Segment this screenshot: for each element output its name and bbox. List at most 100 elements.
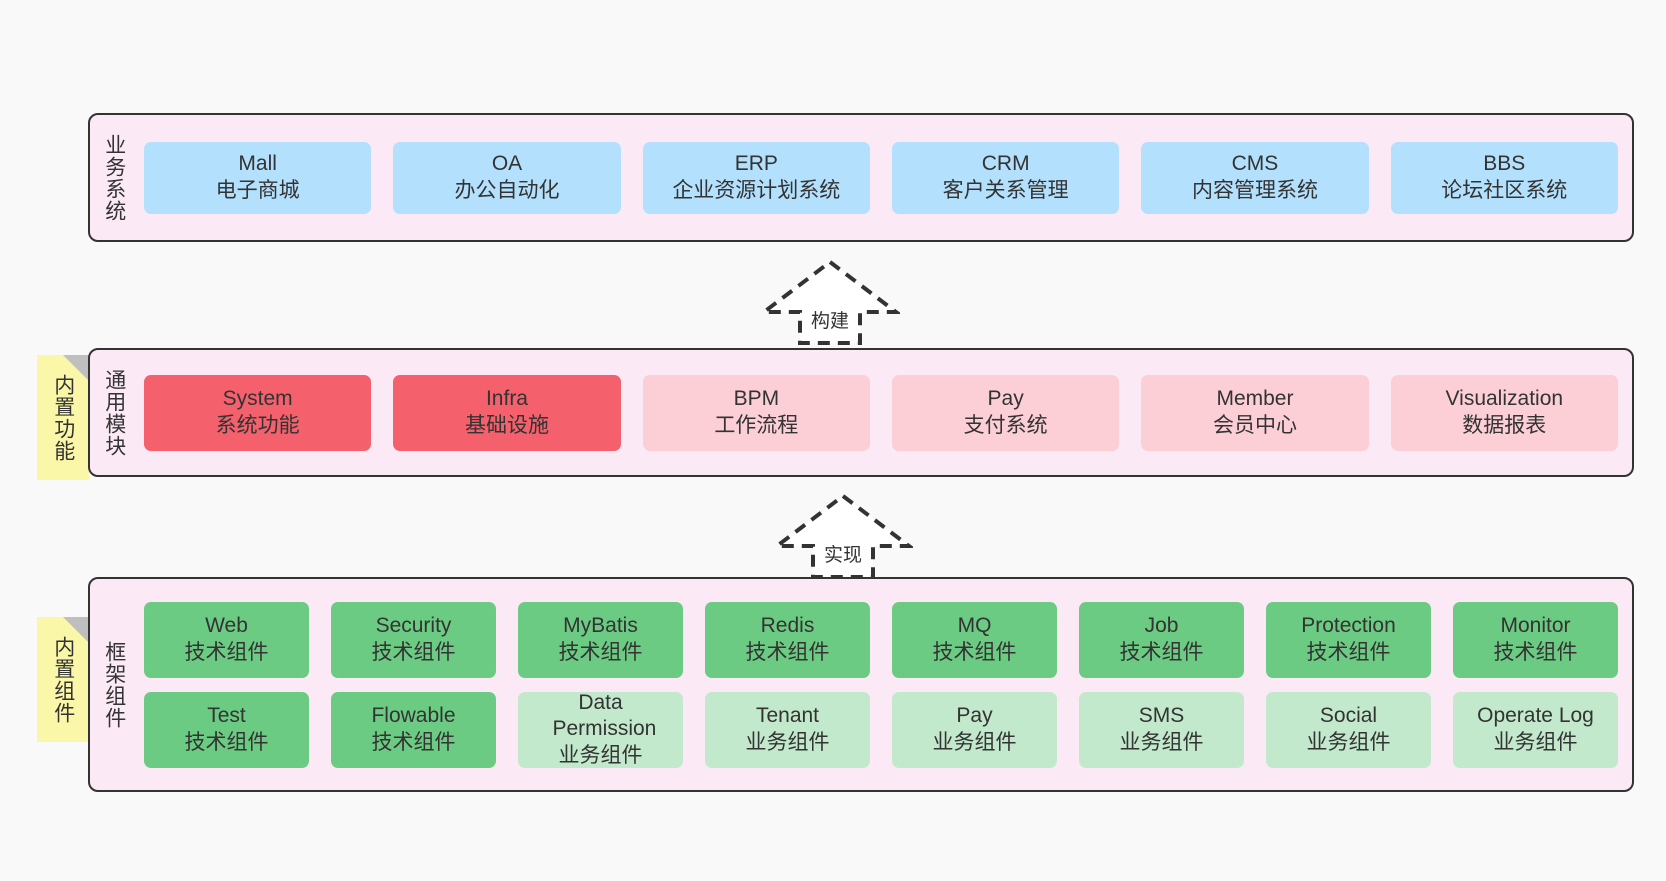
card-bbs[interactable]: BBS 论坛社区系统 — [1390, 141, 1618, 214]
card-subtitle: 技术组件 — [371, 640, 456, 664]
card-title: Tenant — [755, 704, 820, 728]
card-title: ERP — [734, 152, 778, 176]
card-subtitle: 企业资源计划系统 — [672, 178, 841, 202]
card-subtitle: 电子商城 — [215, 178, 300, 202]
card-mq[interactable]: MQ 技术组件 — [892, 601, 1057, 678]
card-subtitle: 办公自动化 — [454, 178, 560, 202]
card-subtitle: 业务组件 — [745, 730, 830, 754]
card-subtitle: 业务组件 — [1306, 730, 1391, 754]
card-protection[interactable]: Protection 技术组件 — [1266, 601, 1431, 678]
layer-common-modules: 通用模块 System 系统功能 Infra 基础设施 BPM 工作流程 Pay… — [88, 348, 1634, 477]
card-subtitle: 技术组件 — [558, 640, 643, 664]
layer-body-business-system: Mall 电子商城 OA 办公自动化 ERP 企业资源计划系统 CRM 客户关系… — [138, 115, 1632, 240]
card-title: BBS — [1483, 152, 1526, 176]
card-social[interactable]: Social 业务组件 — [1266, 691, 1431, 768]
card-system[interactable]: System 系统功能 — [144, 374, 372, 451]
card-title: CRM — [981, 152, 1030, 176]
card-title: MyBatis — [563, 614, 638, 638]
card-subtitle: 数据报表 — [1462, 413, 1547, 437]
card-title: Security — [375, 614, 452, 638]
card-infra[interactable]: Infra 基础设施 — [393, 374, 621, 451]
card-subtitle: 内容管理系统 — [1191, 178, 1318, 202]
card-subtitle: 业务组件 — [1493, 730, 1578, 754]
card-title: SMS — [1138, 704, 1185, 728]
card-flowable[interactable]: Flowable 技术组件 — [331, 691, 496, 768]
card-mall[interactable]: Mall 电子商城 — [144, 141, 372, 214]
card-subtitle: 技术组件 — [184, 730, 269, 754]
card-subtitle: 客户关系管理 — [942, 178, 1069, 202]
card-tenant[interactable]: Tenant 业务组件 — [705, 691, 870, 768]
arrow-build: 构建 — [760, 258, 900, 346]
card-row: Mall 电子商城 OA 办公自动化 ERP 企业资源计划系统 CRM 客户关系… — [144, 141, 1618, 214]
layer-framework-components: 框架组件 Web 技术组件 Security 技术组件 MyBatis 技术组件… — [88, 577, 1634, 792]
card-title: Protection — [1301, 614, 1396, 638]
card-subtitle: 技术组件 — [932, 640, 1017, 664]
card-title: BPM — [733, 387, 780, 411]
card-title: Infra — [485, 387, 528, 411]
card-cms[interactable]: CMS 内容管理系统 — [1141, 141, 1369, 214]
card-subtitle: 基础设施 — [464, 413, 549, 437]
card-sms[interactable]: SMS 业务组件 — [1079, 691, 1244, 768]
card-pay-component[interactable]: Pay 业务组件 — [892, 691, 1057, 768]
card-mybatis[interactable]: MyBatis 技术组件 — [518, 601, 683, 678]
card-security[interactable]: Security 技术组件 — [331, 601, 496, 678]
card-operate-log[interactable]: Operate Log 业务组件 — [1453, 691, 1618, 768]
card-subtitle: 技术组件 — [1306, 640, 1391, 664]
card-title: Pay — [987, 387, 1024, 411]
card-title: MQ — [957, 614, 992, 638]
card-data-permission[interactable]: Data Permission 业务组件 — [518, 690, 683, 768]
arrow-implement-label: 实现 — [823, 545, 862, 566]
card-web[interactable]: Web 技术组件 — [144, 601, 309, 678]
card-pay-module[interactable]: Pay 支付系统 — [891, 374, 1120, 451]
card-crm[interactable]: CRM 客户关系管理 — [891, 141, 1120, 214]
card-subtitle: 业务组件 — [558, 743, 643, 767]
note-label: 内置功能 — [51, 373, 75, 462]
card-row: Test 技术组件 Flowable 技术组件 Data Permission … — [144, 690, 1618, 768]
card-title: Social — [1319, 704, 1378, 728]
layer-body-framework-components: Web 技术组件 Security 技术组件 MyBatis 技术组件 Redi… — [138, 579, 1632, 790]
card-test[interactable]: Test 技术组件 — [144, 691, 309, 768]
card-subtitle: 技术组件 — [745, 640, 830, 664]
card-subtitle: 技术组件 — [184, 640, 269, 664]
card-oa[interactable]: OA 办公自动化 — [393, 141, 621, 214]
card-subtitle: 业务组件 — [932, 730, 1017, 754]
card-bpm[interactable]: BPM 工作流程 — [642, 374, 870, 451]
card-title: Member — [1216, 387, 1294, 411]
card-title: CMS — [1231, 152, 1279, 176]
card-monitor[interactable]: Monitor 技术组件 — [1453, 601, 1618, 678]
layer-body-common-modules: System 系统功能 Infra 基础设施 BPM 工作流程 Pay 支付系统… — [138, 350, 1632, 475]
card-redis[interactable]: Redis 技术组件 — [705, 601, 870, 678]
card-title: Operate Log — [1477, 704, 1594, 728]
card-title: OA — [491, 152, 523, 176]
card-title: Mall — [238, 152, 277, 176]
arrow-implement: 实现 — [773, 492, 913, 580]
layer-title-common-modules: 通用模块 — [102, 368, 126, 457]
card-row: Web 技术组件 Security 技术组件 MyBatis 技术组件 Redi… — [144, 601, 1618, 678]
card-subtitle: 技术组件 — [1119, 640, 1204, 664]
layer-title-framework-components: 框架组件 — [102, 640, 126, 729]
card-visualization[interactable]: Visualization 数据报表 — [1390, 374, 1618, 451]
card-subtitle: 业务组件 — [1119, 730, 1204, 754]
note-label: 内置组件 — [51, 635, 75, 724]
card-title: Test — [207, 704, 246, 728]
card-title: Pay — [956, 704, 993, 728]
note-builtin-components: 内置组件 — [37, 617, 89, 742]
card-title: Visualization — [1445, 387, 1564, 411]
card-subtitle: 会员中心 — [1212, 413, 1297, 437]
card-member[interactable]: Member 会员中心 — [1141, 374, 1369, 451]
layer-business-system: 业务系统 Mall 电子商城 OA 办公自动化 ERP 企业资源计划系统 CRM… — [88, 113, 1634, 242]
card-title: Data Permission — [552, 690, 657, 741]
card-title: Web — [205, 614, 248, 638]
note-fold-corner-icon — [63, 617, 89, 643]
note-fold-corner-icon — [63, 355, 89, 381]
card-subtitle: 支付系统 — [963, 413, 1048, 437]
card-subtitle: 论坛社区系统 — [1441, 178, 1568, 202]
layer-title-business-system: 业务系统 — [102, 133, 126, 222]
card-erp[interactable]: ERP 企业资源计划系统 — [642, 141, 870, 214]
card-job[interactable]: Job 技术组件 — [1079, 601, 1244, 678]
arrow-implement-shape — [773, 493, 913, 579]
card-subtitle: 工作流程 — [714, 413, 799, 437]
card-title: Job — [1144, 614, 1179, 638]
card-row: System 系统功能 Infra 基础设施 BPM 工作流程 Pay 支付系统… — [144, 374, 1618, 451]
